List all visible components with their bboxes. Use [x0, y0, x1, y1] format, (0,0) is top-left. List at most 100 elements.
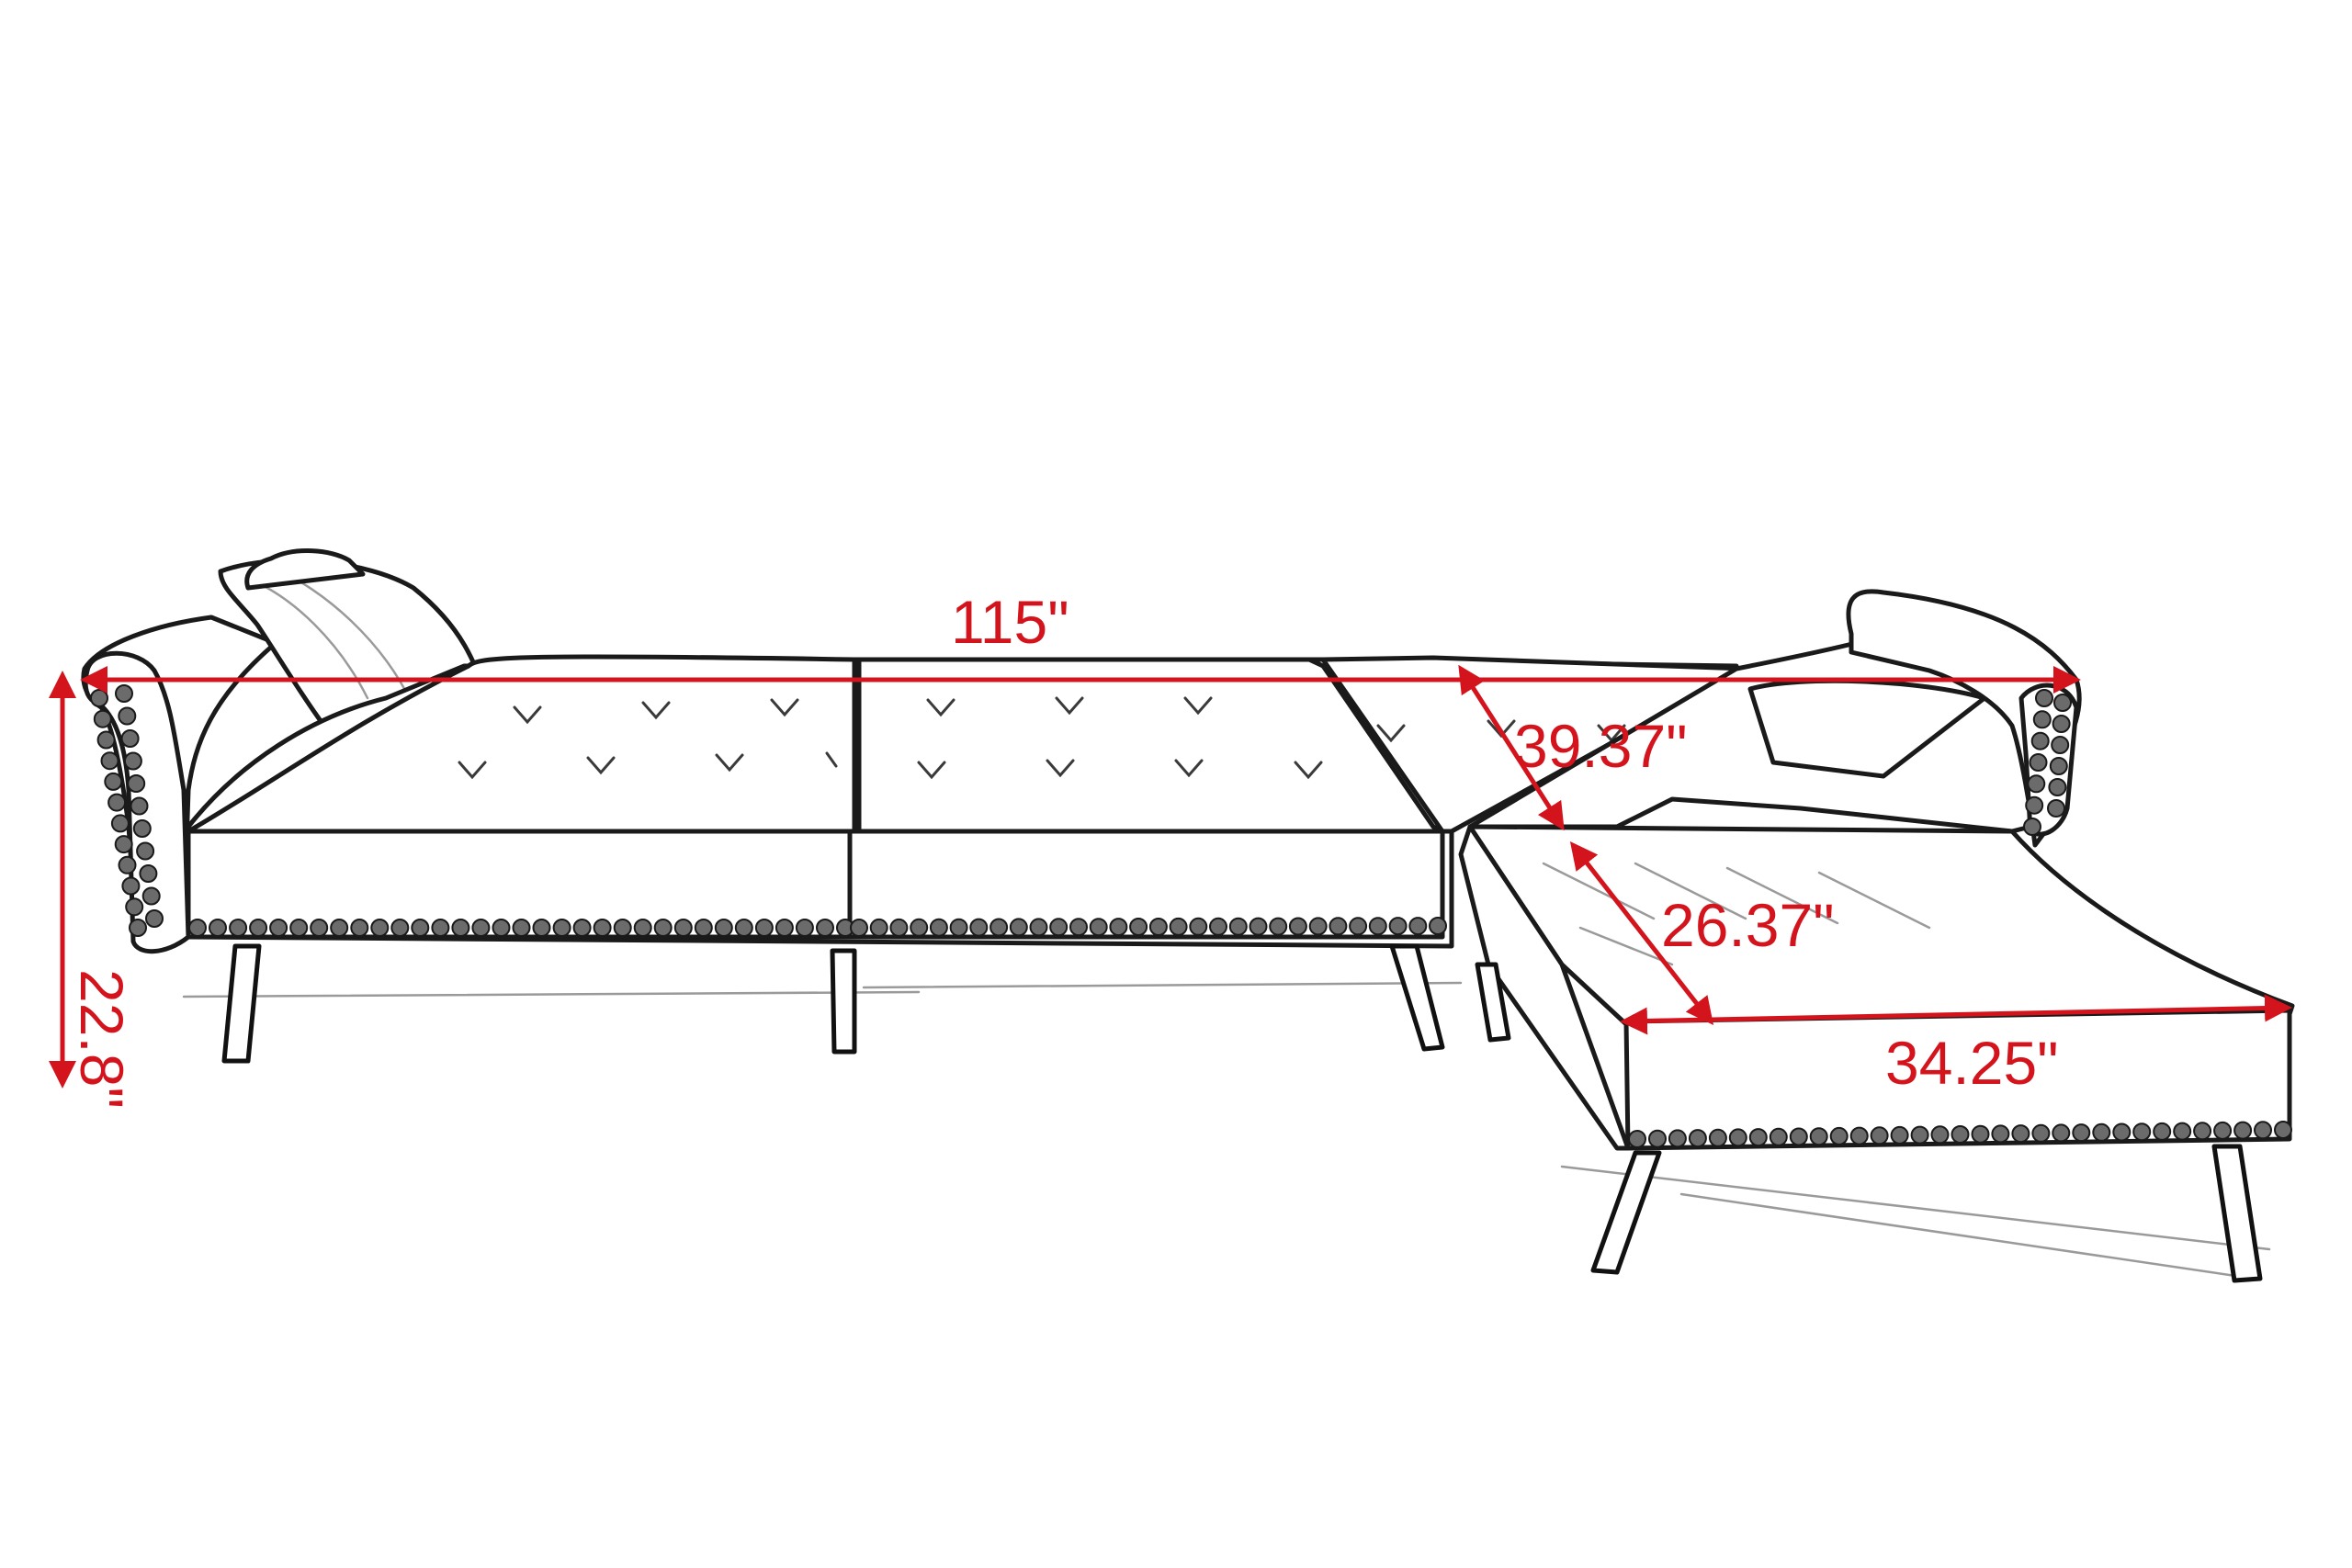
nailhead-stud [2030, 731, 2050, 750]
nailhead-stud [1930, 1125, 1950, 1145]
tufting [458, 696, 1626, 780]
nailhead-stud [1308, 917, 1328, 936]
nailhead-stud [1209, 917, 1227, 936]
nailhead-stud [141, 886, 161, 906]
nailhead-stud [129, 919, 147, 937]
nailhead-stud [1029, 918, 1048, 937]
nailhead-stud [107, 793, 127, 812]
nailhead-stud [118, 855, 137, 874]
nailhead-stud [2153, 1122, 2172, 1141]
nailhead-stud [2049, 757, 2068, 775]
nailhead-stud [1269, 917, 1288, 936]
nailhead-stud [2112, 1122, 2132, 1142]
nailhead-stud [1910, 1125, 1929, 1145]
nailhead-stud [633, 919, 652, 937]
dim-chaise-seat-depth-line [1569, 841, 1714, 1025]
nailhead-stud [114, 835, 133, 854]
nailhead-stud [330, 919, 349, 937]
nailhead-stud [1829, 1126, 1849, 1145]
nailhead-stud [989, 918, 1009, 937]
nailhead-stud [1688, 1129, 1707, 1148]
dim-chaise-depth-label: 39.37" [1514, 712, 1688, 780]
nailhead-stud [613, 919, 632, 937]
nailhead-stud [1769, 1127, 1788, 1146]
nailhead-stud [121, 876, 141, 896]
nailhead-stud [1009, 918, 1028, 937]
nailhead-stud [2193, 1122, 2212, 1141]
nailhead-stud [115, 684, 133, 703]
nailhead-stud [139, 864, 158, 883]
nailhead-stud [1109, 918, 1128, 937]
nailhead-stud [2031, 1123, 2051, 1143]
nailhead-stud [2072, 1123, 2091, 1143]
nailhead-stud [2023, 818, 2041, 836]
nailhead-trim [90, 684, 2292, 1148]
nailhead-stud [2092, 1122, 2111, 1142]
nailhead-stud [249, 919, 268, 937]
nailhead-stud [929, 918, 948, 937]
nailhead-stud [2274, 1121, 2292, 1139]
nailhead-stud [2035, 689, 2053, 707]
nailhead-stud [132, 819, 152, 838]
nailhead-stud [2048, 778, 2067, 796]
nailhead-stud [653, 919, 673, 937]
nailhead-stud [1628, 1130, 1646, 1148]
nailhead-stud [1089, 918, 1108, 937]
leg-front-left [221, 943, 262, 1064]
nailhead-stud [754, 919, 774, 937]
nailhead-stud [1668, 1129, 1687, 1148]
nailhead-stud [1429, 917, 1447, 935]
nailhead-stud [1890, 1125, 1909, 1145]
nailhead-stud [127, 774, 146, 793]
nailhead-stud [123, 751, 142, 771]
nailhead-stud [2132, 1122, 2152, 1142]
nailhead-stud [532, 919, 551, 937]
nailhead-stud [1249, 917, 1268, 936]
nailhead-stud [370, 919, 390, 937]
nailhead-stud [2254, 1121, 2272, 1140]
leg-chaise-right [2211, 1144, 2263, 1283]
nailhead-stud [431, 919, 450, 937]
nailhead-stud [889, 918, 909, 937]
nailhead-stud [1408, 917, 1428, 936]
nailhead-stud [1708, 1128, 1727, 1147]
nailhead-stud [1870, 1126, 1889, 1145]
nailhead-stud [1849, 1126, 1869, 1145]
nailhead-stud [2052, 715, 2071, 733]
nailhead-stud [390, 919, 410, 937]
nailhead-stud [1809, 1127, 1828, 1146]
nailhead-stud [90, 689, 108, 707]
nailhead-stud [2052, 1123, 2071, 1143]
nailhead-stud [816, 919, 834, 937]
back-cushion-2 [856, 657, 1445, 834]
nailhead-stud [1748, 1128, 1768, 1147]
nailhead-stud [93, 709, 112, 728]
sofa-drawing [81, 548, 2295, 1283]
nailhead-stud [1329, 917, 1348, 936]
nailhead-stud [411, 919, 430, 937]
dim-height-label: 22.8" [68, 969, 136, 1109]
nailhead-stud [130, 796, 149, 816]
dim-chaise-depth-line [1458, 664, 1565, 831]
nailhead-stud [2047, 799, 2065, 818]
nailhead-stud [1971, 1124, 1990, 1144]
nailhead-stud [1349, 917, 1368, 936]
nailhead-stud [2032, 710, 2052, 729]
chaise-side [1458, 824, 1631, 1151]
nailhead-stud [125, 897, 144, 917]
nailhead-stud [110, 814, 130, 833]
nailhead-stud [2027, 774, 2046, 794]
nailhead-stud [269, 919, 288, 937]
nailhead-stud [2025, 795, 2044, 815]
dim-chaise-seat-depth-label: 26.37" [1661, 891, 1835, 959]
nailhead-stud [795, 919, 814, 937]
chaise-top [1467, 824, 2295, 1027]
nailhead-stud [471, 919, 491, 937]
nailhead-stud [229, 919, 248, 937]
nailhead-stud [775, 919, 794, 937]
nailhead-stud [1728, 1128, 1747, 1147]
leg-front-middle [830, 948, 857, 1055]
nailhead-stud [1648, 1129, 1667, 1148]
